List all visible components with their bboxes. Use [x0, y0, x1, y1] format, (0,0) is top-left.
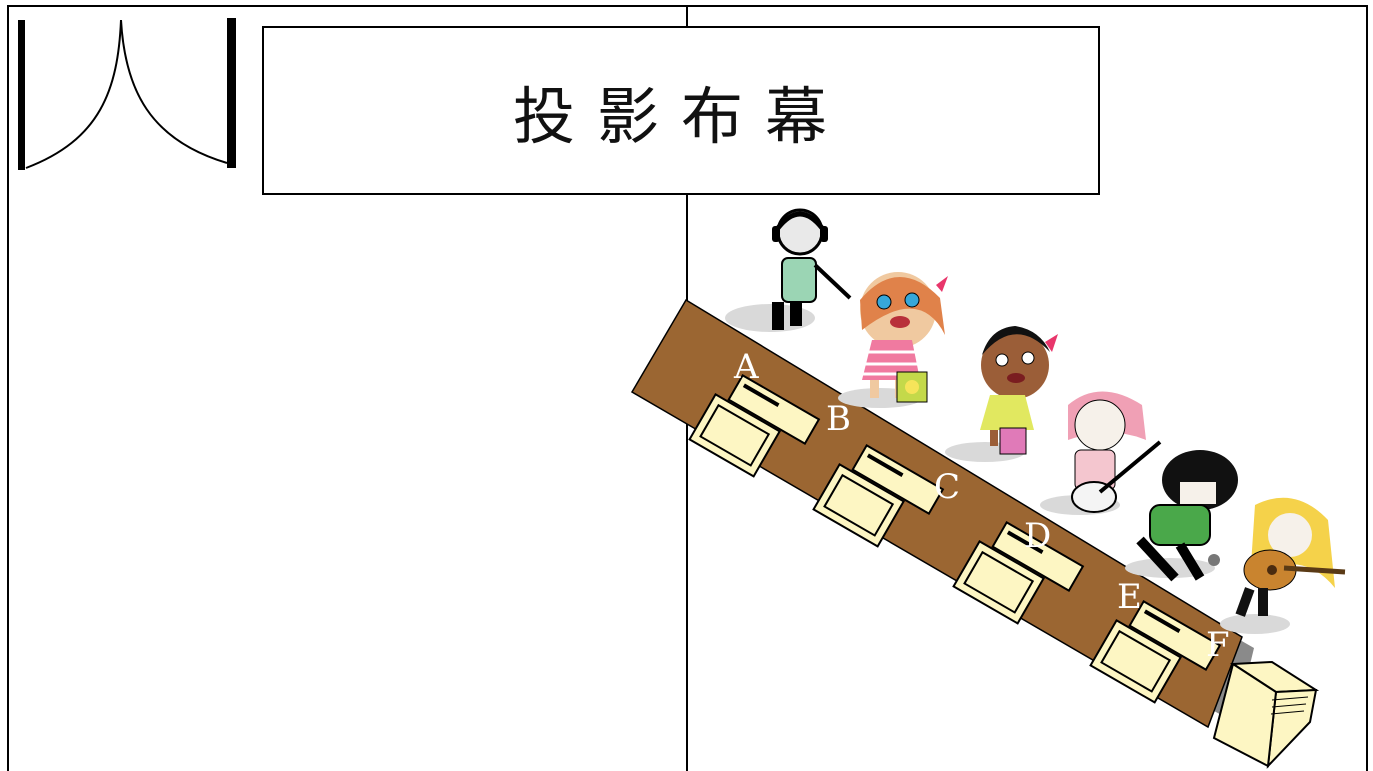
person-icon: [1040, 391, 1162, 515]
door-icon: [18, 18, 236, 170]
person-icon: [1220, 497, 1346, 634]
projection-screen: [262, 26, 1100, 195]
computer-icon: [812, 443, 945, 548]
person-icon: [725, 208, 852, 332]
computers: [688, 373, 1222, 704]
computer-icon: [688, 373, 821, 478]
person-icon: [945, 326, 1058, 462]
cabinet-icon: [1212, 660, 1320, 769]
people: [725, 208, 1346, 634]
computer-icon: [1089, 599, 1222, 704]
computer-icon: [952, 520, 1085, 625]
person-icon: [1125, 450, 1238, 582]
person-icon: [838, 272, 948, 408]
